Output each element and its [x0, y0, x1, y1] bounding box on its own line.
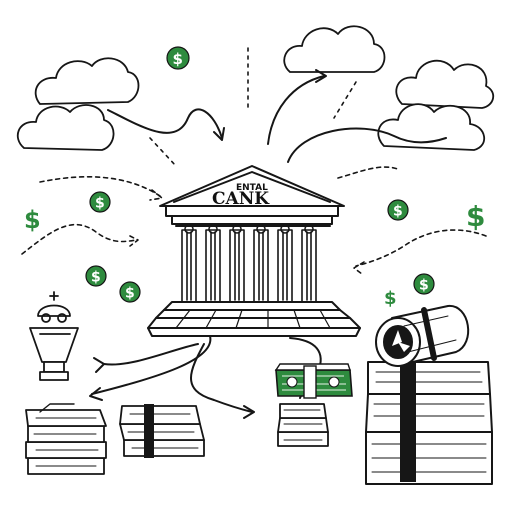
dollar-coin-icon: $ [166, 46, 190, 70]
dollar-coin-icon: $ [89, 191, 111, 213]
arrow-icon [39, 176, 163, 201]
arrow-icon [267, 69, 327, 145]
dollar-coin-icon: $ [85, 265, 107, 287]
svg-text:$: $ [173, 50, 183, 68]
svg-text:$: $ [125, 286, 135, 302]
svg-text:$: $ [393, 204, 403, 220]
arrow-icon [287, 127, 447, 163]
dollar-sign-icon: $ [466, 200, 485, 233]
dollar-coin-icon: $ [413, 273, 435, 295]
svg-text:$: $ [95, 196, 105, 212]
cloud-icon [34, 57, 140, 105]
cloud-icon [283, 25, 386, 73]
cash-stack-icon [274, 363, 353, 399]
dollar-coin-icon: $ [387, 199, 409, 221]
dollar-sign-icon: $ [24, 206, 41, 234]
arrow-icon [337, 166, 401, 179]
cloud-icon [16, 104, 115, 151]
arrow-icon [190, 343, 255, 419]
cash-stack-icon [25, 403, 107, 475]
arrow-icon [149, 47, 357, 167]
arrow-icon [21, 223, 139, 255]
cloud-icon [395, 59, 495, 109]
arrow-icon [93, 343, 199, 373]
arrow-icon [89, 335, 212, 401]
cash-stack-icon [365, 360, 493, 485]
bank-building-icon [147, 165, 361, 337]
cash-stack-icon [277, 403, 329, 447]
arrow-icon [353, 229, 487, 275]
svg-text:$: $ [419, 278, 429, 294]
bank-sign-main: CANK [212, 189, 270, 209]
cloud-icon [377, 103, 485, 151]
cash-stack-icon [119, 404, 205, 458]
dollar-coin-icon: $ [119, 281, 141, 303]
lamp-post-icon [29, 291, 79, 381]
money-roll-icon [375, 304, 470, 367]
svg-text:$: $ [91, 270, 101, 286]
dollar-sign-icon: $ [384, 288, 397, 309]
bank-sign-top: ENTAL [236, 183, 268, 193]
arrow-icon [107, 108, 225, 141]
